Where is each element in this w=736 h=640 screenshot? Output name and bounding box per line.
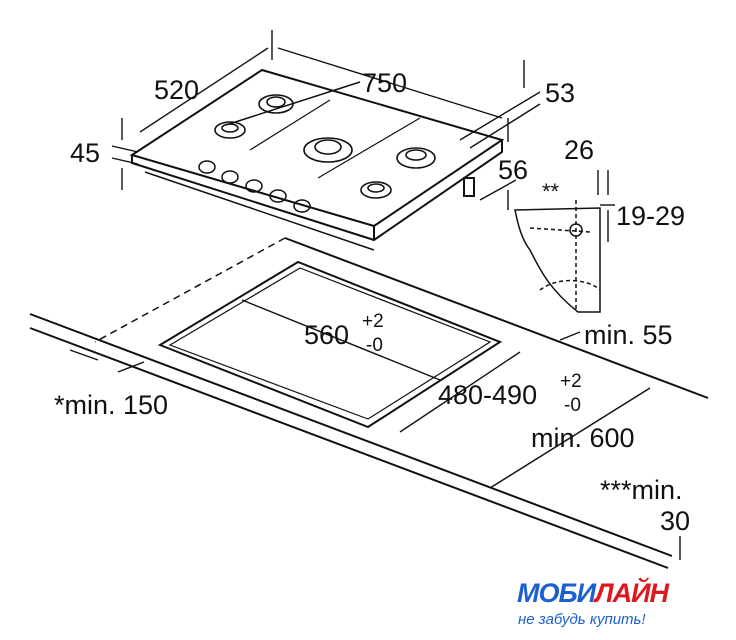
dim-worktop-thickness: 19-29	[616, 201, 686, 231]
cutout-width-tol-minus: -0	[366, 335, 383, 356]
knobs	[198, 160, 311, 213]
cutout-width-tol-plus: +2	[362, 311, 384, 332]
dim-base-height: 56	[498, 155, 529, 185]
hob	[129, 68, 505, 251]
dim-cutout-width: 560	[304, 320, 350, 350]
cutout-depth-tol-plus: +2	[560, 371, 582, 392]
dim-width: 750	[362, 68, 408, 98]
dim-clip-width: 26	[564, 135, 595, 165]
cutout	[157, 260, 503, 429]
dim-min-depth: min. 600	[531, 423, 635, 453]
dimension-lines	[69, 30, 681, 560]
worktop	[29, 237, 709, 569]
clip-mark: **	[542, 179, 560, 204]
dim-cutout-depth: 480-490	[438, 380, 538, 410]
dim-clearance-top: 53	[545, 78, 576, 108]
dim-min-side: *min. 150	[54, 390, 169, 420]
clip-detail	[514, 200, 601, 313]
dim-min-wall-label: ***min.	[600, 475, 683, 505]
logo-red-part: ЛАЙН	[595, 578, 669, 608]
dim-min-front: min. 55	[584, 320, 673, 350]
logo-tagline: не забудь купить!	[518, 611, 646, 628]
burners	[214, 94, 436, 199]
dim-depth: 520	[154, 75, 200, 105]
logo-blue-part: МОБИ	[517, 578, 596, 608]
cutout-depth-tol-minus: -0	[564, 395, 581, 416]
dim-height: 45	[70, 138, 101, 168]
dim-min-wall-value: 30	[660, 506, 691, 536]
logo: МОБИЛАЙН	[517, 578, 669, 609]
